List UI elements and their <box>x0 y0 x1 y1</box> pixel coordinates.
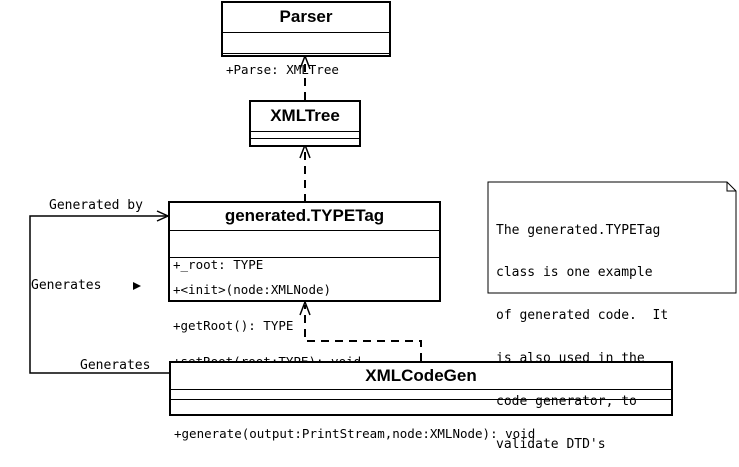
class-operations: +Parse: XMLTree <box>223 32 389 77</box>
note-line: class is one example <box>496 265 653 281</box>
class-name: generated.TYPETag <box>224 206 385 225</box>
class-attributes: +_root: TYPE <box>170 230 439 271</box>
note-line: is also used in the <box>496 351 645 367</box>
operation: +getRoot(): TYPE <box>173 318 294 333</box>
note-line: code generator, to <box>496 394 637 410</box>
class-empty-compartment <box>223 53 389 59</box>
direction-arrow-icon <box>133 282 141 290</box>
note-line: The generated.TYPETag <box>496 222 661 238</box>
class-typetag[interactable]: generated.TYPETag +_root: TYPE +<init>(n… <box>168 201 441 368</box>
class-operations-compartment <box>251 138 359 145</box>
note-text: The generated.TYPETag class is one examp… <box>496 195 668 467</box>
class-attributes-compartment <box>251 131 359 138</box>
dependency-codegen-to-typetag <box>299 299 422 361</box>
label-generates-bottom: Generates <box>80 358 151 373</box>
operation: +<init>(node:XMLNode) <box>173 282 332 297</box>
class-name: XMLCodeGen <box>365 366 477 385</box>
class-xmltree[interactable]: XMLTree <box>249 100 361 147</box>
class-xmlcodegen[interactable]: XMLCodeGen +generate(output:PrintStream,… <box>169 361 673 440</box>
class-attributes-compartment <box>171 389 671 399</box>
operation: +Parse: XMLTree <box>226 62 339 77</box>
note-line: of generated code. It <box>496 308 669 324</box>
note-shape <box>487 181 737 294</box>
attribute: +_root: TYPE <box>173 257 264 272</box>
label-generates-left: Generates <box>31 278 102 293</box>
class-parser[interactable]: Parser +Parse: XMLTree <box>221 1 391 77</box>
diagram-connectors <box>29 53 737 374</box>
dependency-typetag-to-xmltree <box>299 142 311 202</box>
class-name: Parser <box>279 7 333 26</box>
class-name: XMLTree <box>270 106 340 125</box>
note-line: validate DTD's <box>496 437 606 453</box>
label-generated-by: Generated by <box>49 198 143 213</box>
